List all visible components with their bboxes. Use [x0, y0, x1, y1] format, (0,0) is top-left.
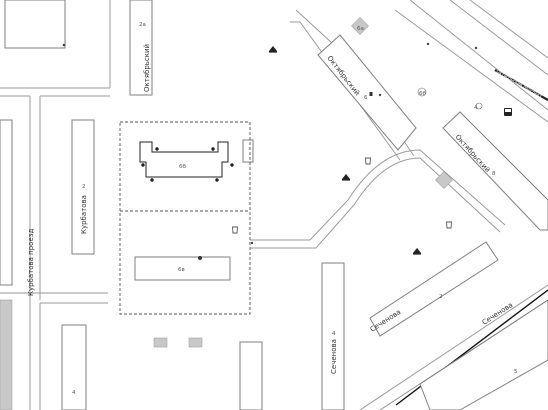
- building-bottom-left-4: [61, 324, 87, 410]
- building-sechenova-2: [369, 241, 499, 337]
- building-oktyabrsky-6: [317, 34, 417, 151]
- gray-block-3: [153, 337, 168, 348]
- house-number: 4: [332, 331, 336, 337]
- building-icon: [417, 87, 427, 97]
- landmark-icon[interactable]: [342, 174, 350, 181]
- landmark-icon[interactable]: [413, 248, 421, 255]
- gray-block-5: [0, 299, 13, 410]
- street-label-kurbatova: Курбатова: [80, 195, 88, 234]
- house-number: 2: [82, 184, 86, 190]
- street-label-oktyabrsky-west: Октябрьский: [143, 44, 151, 92]
- street-label-kurbatova-passage: Курбатова проезд: [27, 229, 35, 296]
- building-sechenova-4: [321, 262, 345, 410]
- building-5: [419, 299, 548, 410]
- house-number: 2а: [139, 22, 146, 28]
- building-2a: [129, 0, 153, 96]
- house-number: 6б: [419, 91, 426, 97]
- trash-can-icon[interactable]: [446, 221, 452, 229]
- street-label-sechenova-south: Сеченова: [330, 339, 338, 374]
- landmark-icon[interactable]: [269, 46, 277, 53]
- gray-block-4: [188, 337, 203, 348]
- gray-block-1: [351, 17, 369, 35]
- house-number: 4: [474, 105, 478, 111]
- gray-block-2: [435, 171, 453, 189]
- building-bottom-mid: [239, 341, 263, 410]
- building-left-tall: [0, 119, 13, 286]
- house-number: 6а: [357, 26, 364, 32]
- building-kurbatova-2: [71, 119, 95, 255]
- house-number: 5: [514, 369, 518, 375]
- territory-boundary: [119, 121, 251, 315]
- trash-can-icon[interactable]: [365, 157, 371, 165]
- house-number: 6в: [178, 267, 185, 273]
- building-6v: [134, 256, 231, 281]
- gray-blocks: [0, 17, 453, 410]
- house-number: 4: [72, 390, 76, 396]
- bus-stop-icon[interactable]: [504, 108, 512, 116]
- building-top-left: [4, 0, 66, 49]
- door-icon: [369, 92, 373, 96]
- house-number: 6: [364, 95, 368, 101]
- prospekt-line: [494, 69, 548, 101]
- house-number: 6б: [179, 164, 186, 170]
- trash-can-icon[interactable]: [232, 226, 238, 234]
- building-oktyabrsky-8: [442, 111, 548, 231]
- hydrant-icon: [475, 102, 483, 110]
- building-small-right: [242, 139, 254, 163]
- house-number: 8: [492, 171, 496, 177]
- map-dots: [62, 42, 478, 245]
- house-number: 2: [439, 294, 443, 300]
- building-6b: [139, 141, 234, 182]
- place-marker-icon[interactable]: [198, 256, 202, 260]
